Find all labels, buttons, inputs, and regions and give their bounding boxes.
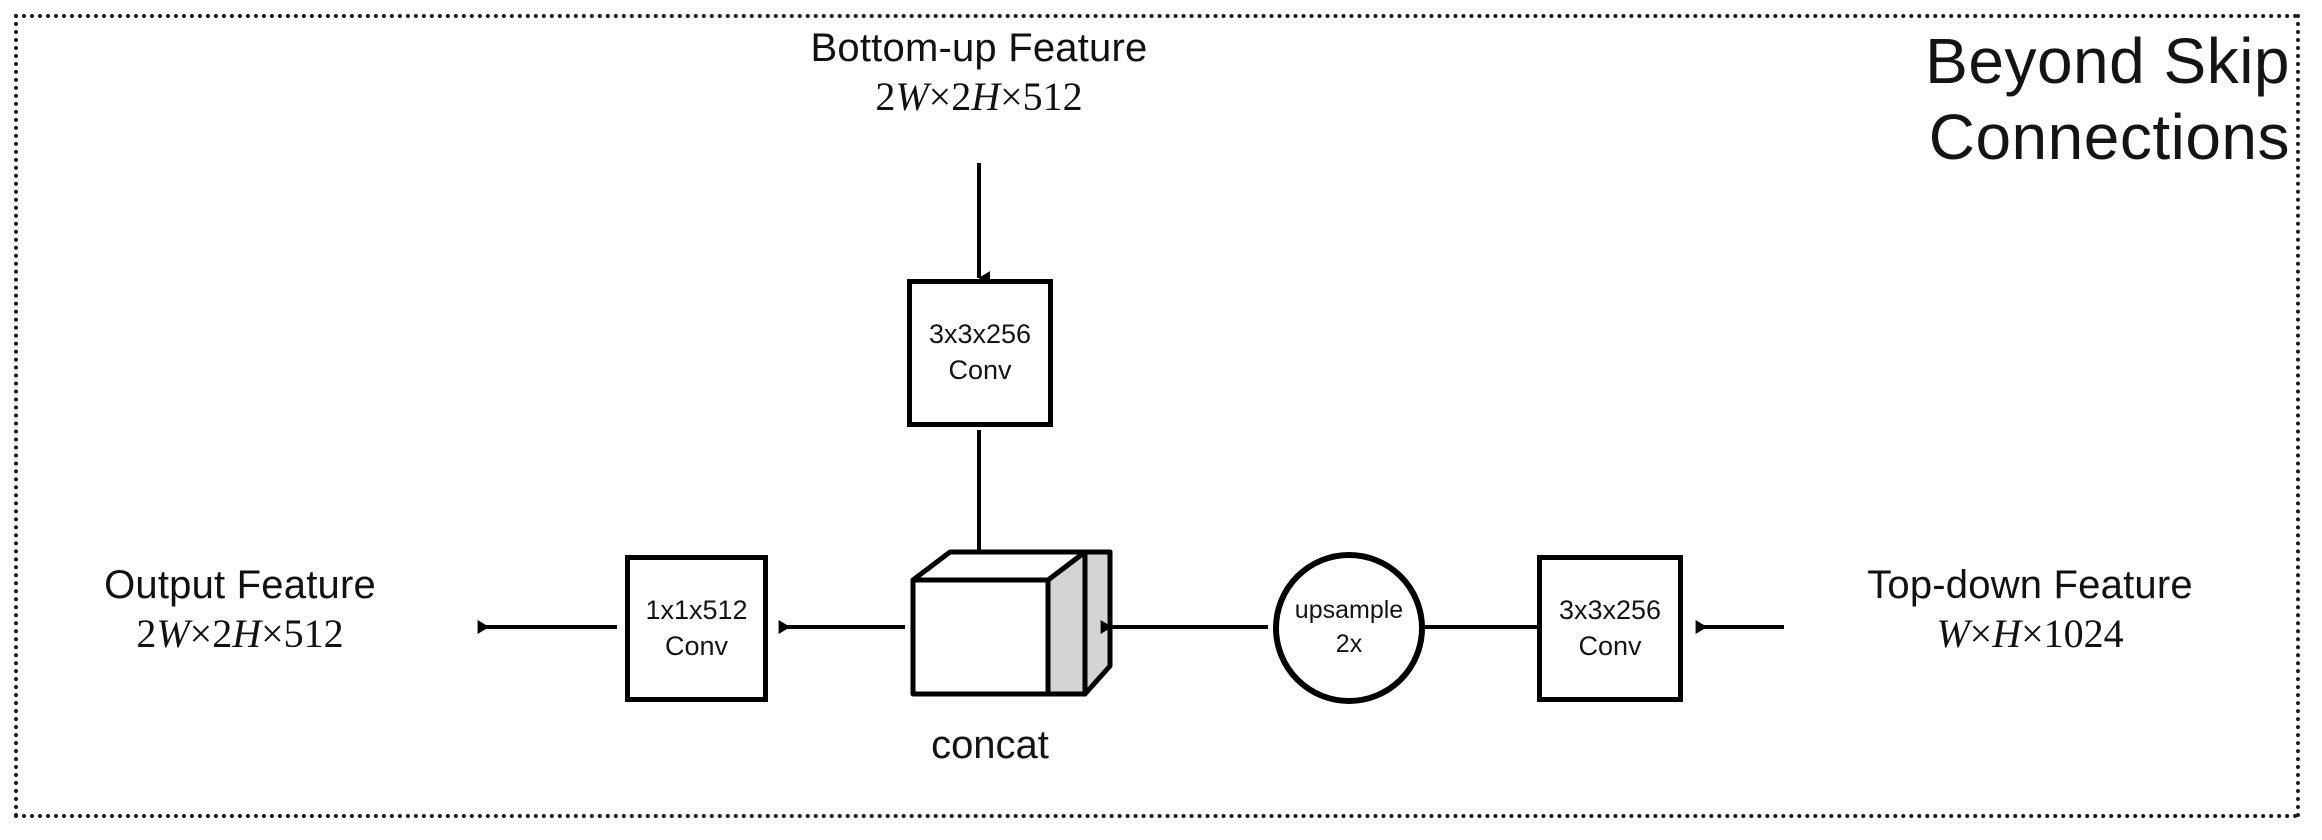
- top-down-feature-shape: W×H×1024: [1936, 610, 2124, 656]
- upsample-node-line1: upsample: [1294, 596, 1404, 625]
- concat-label: concat: [931, 723, 1049, 767]
- conv-box-1x1x512-line1: 1x1x512: [645, 594, 748, 625]
- bottom-up-feature-name: Bottom-up Feature: [810, 26, 1148, 70]
- concat-cube: [910, 549, 1113, 697]
- figure-title: Beyond Skip Connections: [1530, 24, 2290, 175]
- conv-box-3x3x256-top[interactable]: 3x3x256 Conv: [907, 279, 1053, 427]
- bottom-up-feature-label: Bottom-up Feature 2W×2H×512: [659, 26, 1299, 120]
- conv-box-3x3x256-right-line2: Conv: [1578, 630, 1642, 661]
- figure-title-line-1: Beyond Skip: [1925, 25, 2290, 97]
- conv-box-3x3x256-top-line2: Conv: [948, 355, 1012, 385]
- conv-box-3x3x256-top-line1: 3x3x256: [928, 319, 1032, 350]
- bottom-up-feature-shape: 2W×2H×512: [875, 73, 1083, 119]
- figure-dotted-frame: [14, 14, 2300, 818]
- upsample-node-line2: 2x: [1335, 630, 1363, 658]
- figure-title-line-2: Connections: [1928, 100, 2290, 173]
- conv-box-3x3x256-right[interactable]: 3x3x256 Conv: [1537, 555, 1683, 702]
- output-feature-name: Output Feature: [104, 563, 376, 607]
- output-feature-shape: 2W×2H×512: [136, 610, 344, 656]
- conv-box-1x1x512-line2: Conv: [664, 630, 729, 661]
- top-down-feature-name: Top-down Feature: [1867, 563, 2193, 607]
- conv-box-1x1x512[interactable]: 1x1x512 Conv: [625, 555, 768, 702]
- conv-box-3x3x256-right-line1: 3x3x256: [1558, 594, 1662, 625]
- output-feature-label: Output Feature 2W×2H×512: [20, 563, 460, 657]
- top-down-feature-label: Top-down Feature W×H×1024: [1780, 563, 2280, 657]
- upsample-node[interactable]: upsample 2x: [1273, 552, 1425, 704]
